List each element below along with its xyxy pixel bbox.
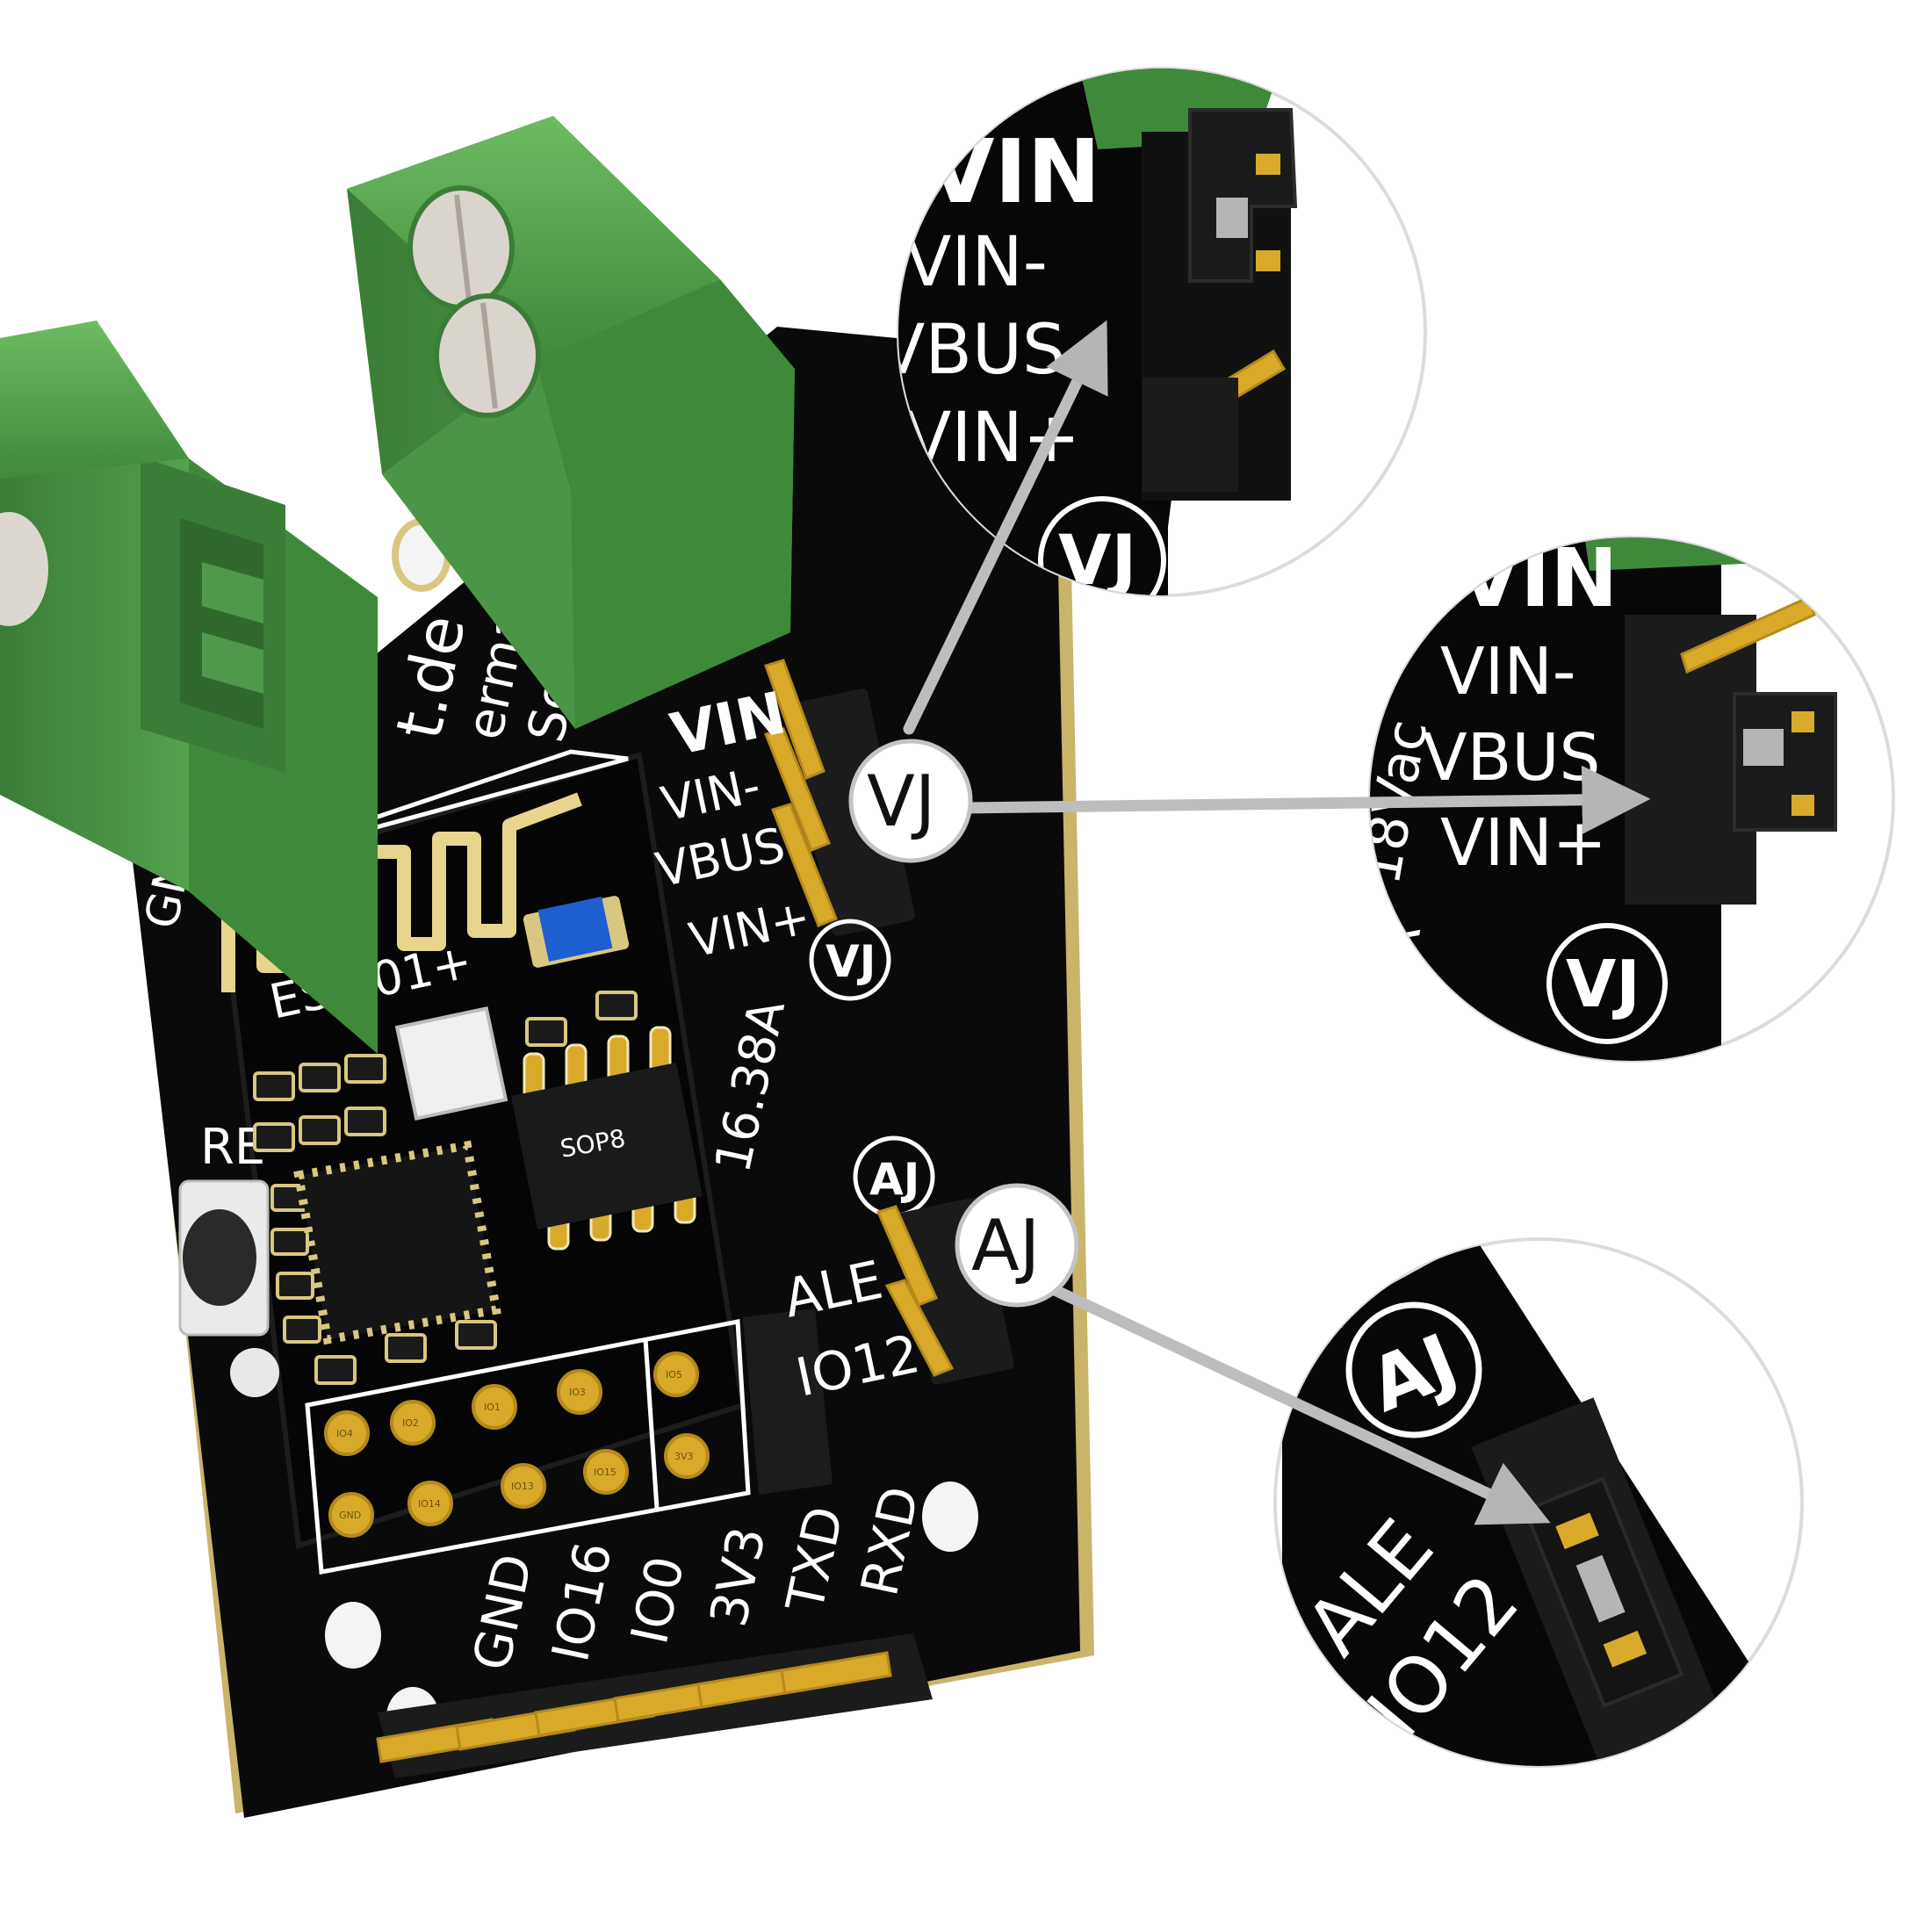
pad-label: GND [339, 1510, 361, 1521]
pad-label: IO3 [569, 1387, 586, 1398]
zoom-top-jumper [1142, 108, 1298, 492]
arrow-vj-to-middle [960, 765, 1651, 834]
silk-aj: AJ [869, 1154, 919, 1205]
uart-pin-header [376, 1633, 933, 1778]
zoom-middle-vin: VIN [1458, 531, 1618, 625]
callout-aj-label: AJ [971, 1205, 1040, 1287]
pad-label: IO2 [402, 1417, 419, 1429]
mounting-hole [922, 1481, 978, 1552]
zoom-bottom-aj-circle [1345, 1301, 1482, 1438]
zoom-top-vin-minus: VIN- [905, 223, 1048, 302]
pad-label: IO5 [666, 1369, 682, 1381]
vj-jumper [764, 659, 915, 936]
tact-switch [178, 1179, 270, 1337]
zoom-top-vj-circle [1038, 496, 1166, 595]
sop8-chip: SOP8 [511, 1026, 703, 1251]
mounting-hole [325, 1602, 381, 1669]
terminal-block-left [0, 321, 378, 1054]
silk-vj-circle [809, 919, 891, 1001]
smd-components [253, 991, 638, 1385]
pad-label: 3V3 [674, 1451, 694, 1462]
zoom-middle-vbus: VBUS [1423, 720, 1601, 796]
pad-label: IO14 [418, 1498, 441, 1510]
white-component [394, 1006, 508, 1121]
pad-label: IO15 [594, 1467, 616, 1478]
callout-arrows [903, 320, 1651, 1525]
mounting-hole [230, 1348, 279, 1397]
pad-label: IO1 [484, 1402, 501, 1413]
callout-vj-label: VJ [867, 761, 935, 842]
arrow-aj-to-bottom [1032, 1276, 1551, 1525]
zoom-vj-middle: VIN VIN- VBUS VIN+ 18Vac A VJ [1368, 531, 1895, 1063]
callout-vj: VJ [848, 739, 973, 863]
zoom-middle-vj-circle [1546, 923, 1668, 1044]
callout-aj: AJ [955, 1183, 1079, 1308]
esp-header-pads: IO4 IO2 IO1 IO3 IO5 GND IO14 IO13 IO15 3… [305, 1319, 751, 1575]
zoom-middle-jumper [1625, 595, 1837, 905]
pad-label: IO4 [336, 1428, 353, 1439]
zoom-aj-bottom: AJ ALE IO12 [1273, 1237, 1804, 1768]
blue-led [537, 896, 613, 962]
zoom-middle-vj: VJ [1566, 947, 1640, 1022]
silk-vj: VJ [825, 936, 876, 987]
zoom-middle-vin-plus: VIN+ [1440, 805, 1607, 881]
zoom-top-vbus: VBUS [878, 311, 1065, 390]
arrow-vj-to-top [903, 320, 1108, 735]
pad-label: IO13 [511, 1481, 534, 1492]
qfn-chip [293, 1140, 501, 1345]
terminal-block-right [347, 116, 795, 729]
zoom-middle-vin-minus: VIN- [1440, 634, 1576, 710]
